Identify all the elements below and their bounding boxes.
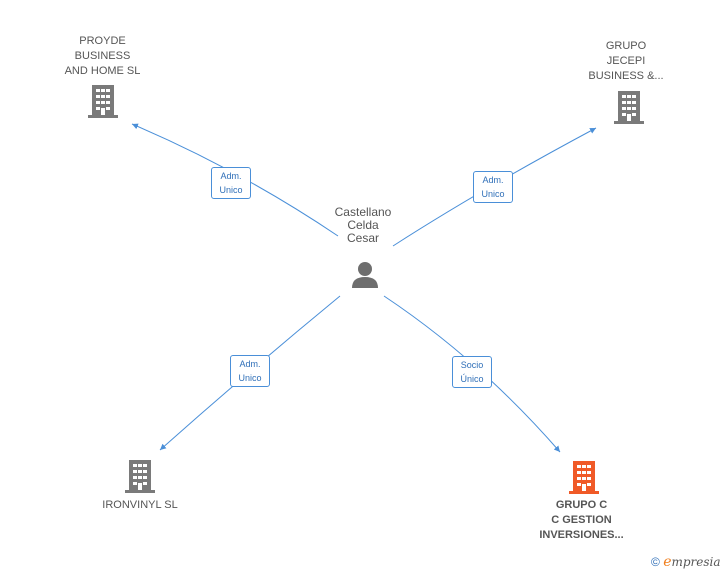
logo-initial: e: [663, 554, 672, 570]
relation-label-grupocc: Socio Único: [452, 356, 492, 388]
building-icon[interactable]: [614, 90, 644, 124]
copyright-symbol: ©: [651, 555, 660, 569]
building-icon[interactable]: [125, 459, 155, 493]
node-label-grupocc[interactable]: GRUPO C C GESTION INVERSIONES...: [539, 499, 624, 541]
node-label-proyde[interactable]: PROYDE BUSINESS AND HOME SL: [64, 35, 141, 77]
relation-label-jecepi: Adm. Unico: [473, 171, 513, 203]
building-icon[interactable]: [569, 460, 599, 494]
relation-label-ironvinyl: Adm. Unico: [230, 355, 270, 387]
person-icon[interactable]: [350, 259, 380, 289]
node-label-jecepi[interactable]: GRUPO JECEPI BUSINESS &...: [588, 40, 664, 82]
building-icon[interactable]: [88, 84, 118, 118]
empresia-logo: © empresia: [651, 554, 721, 570]
center-person-name: Castellano Celda Cesar: [334, 205, 392, 245]
logo-name: mpresia: [671, 555, 721, 569]
relation-label-proyde: Adm. Unico: [211, 167, 251, 199]
node-label-ironvinyl[interactable]: IRONVINYL SL: [102, 499, 178, 511]
